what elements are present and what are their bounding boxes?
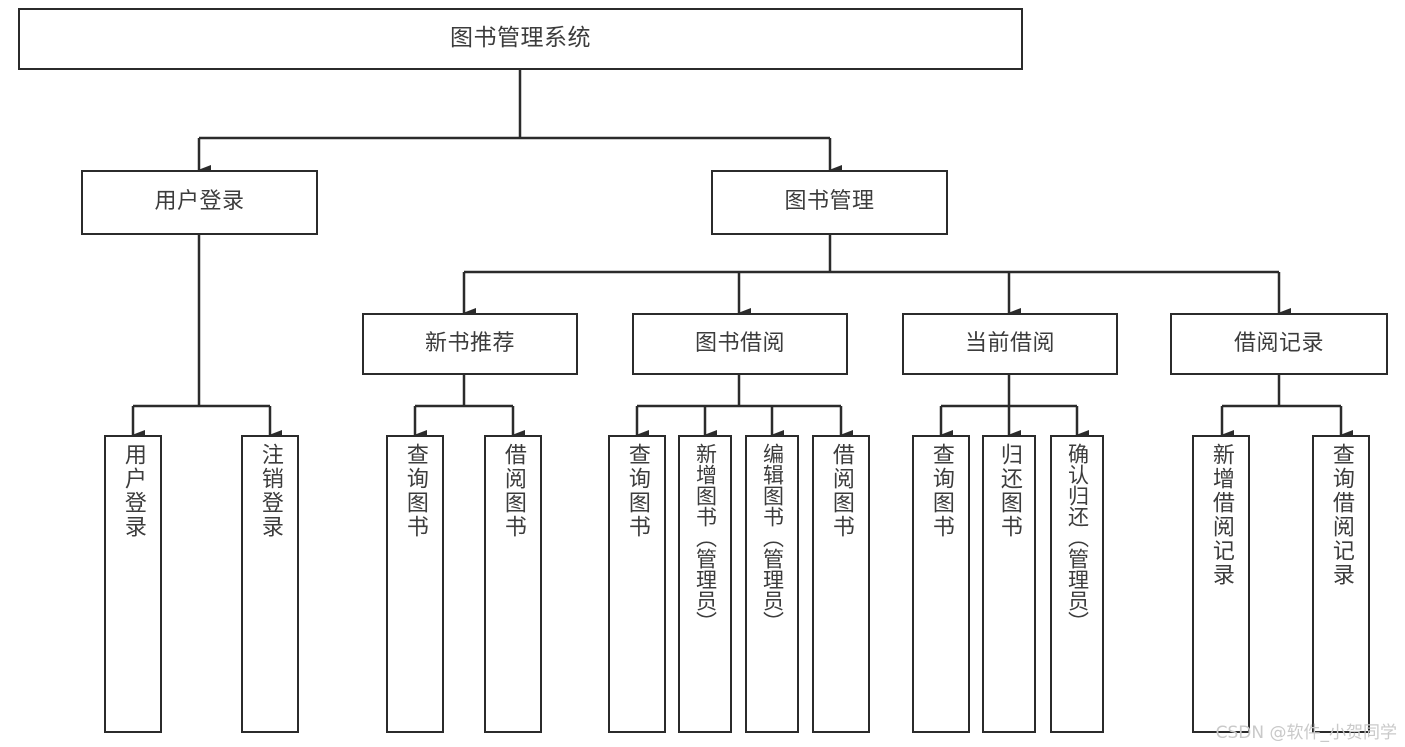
node-leaf-borrow-book-2[interactable]: 借阅图书 (812, 435, 870, 733)
node-leaf-query-book-3[interactable]: 查询图书 (912, 435, 970, 733)
node-user-login[interactable]: 用户登录 (81, 170, 318, 235)
node-leaf-confirm-return[interactable]: 确认归还（管理员） (1050, 435, 1104, 733)
node-current-borrow-label: 当前借阅 (964, 330, 1055, 356)
node-new-book-rec-label: 新书推荐 (424, 330, 515, 356)
node-leaf-confirm-return-label: 确认归还（管理员） (1065, 443, 1090, 632)
node-leaf-add-record[interactable]: 新增借阅记录 (1192, 435, 1250, 733)
node-leaf-add-book[interactable]: 新增图书（管理员） (678, 435, 732, 733)
node-leaf-query-book-2-label: 查询图书 (624, 443, 650, 539)
node-book-borrow-label: 图书借阅 (694, 330, 785, 356)
node-new-book-rec[interactable]: 新书推荐 (362, 313, 578, 375)
node-leaf-return-book-label: 归还图书 (996, 443, 1022, 539)
node-leaf-edit-book-label: 编辑图书（管理员） (760, 443, 785, 632)
node-leaf-return-book[interactable]: 归还图书 (982, 435, 1036, 733)
node-leaf-user-logout[interactable]: 注销登录 (241, 435, 299, 733)
node-root-label: 图书管理系统 (450, 25, 591, 52)
node-borrow-record-label: 借阅记录 (1233, 330, 1324, 356)
node-leaf-query-book-3-label: 查询图书 (928, 443, 954, 539)
node-leaf-borrow-book-2-label: 借阅图书 (828, 443, 854, 539)
node-book-manage-label: 图书管理 (784, 189, 875, 215)
node-borrow-record[interactable]: 借阅记录 (1170, 313, 1388, 375)
node-book-borrow[interactable]: 图书借阅 (632, 313, 848, 375)
node-leaf-add-record-label: 新增借阅记录 (1208, 443, 1234, 587)
node-leaf-query-record-label: 查询借阅记录 (1328, 443, 1354, 587)
node-leaf-add-book-label: 新增图书（管理员） (693, 443, 718, 632)
node-leaf-user-logout-label: 注销登录 (257, 443, 283, 539)
node-root[interactable]: 图书管理系统 (18, 8, 1023, 70)
node-user-login-label: 用户登录 (154, 189, 245, 215)
node-leaf-user-login[interactable]: 用户登录 (104, 435, 162, 733)
node-leaf-borrow-book-1[interactable]: 借阅图书 (484, 435, 542, 733)
node-current-borrow[interactable]: 当前借阅 (902, 313, 1118, 375)
node-leaf-query-book-2[interactable]: 查询图书 (608, 435, 666, 733)
csdn-watermark: CSDN @软件_小贺同学 (1215, 723, 1397, 743)
node-leaf-edit-book[interactable]: 编辑图书（管理员） (745, 435, 799, 733)
node-leaf-borrow-book-1-label: 借阅图书 (500, 443, 526, 539)
node-leaf-query-book-1[interactable]: 查询图书 (386, 435, 444, 733)
node-leaf-user-login-label: 用户登录 (120, 443, 146, 539)
node-leaf-query-book-1-label: 查询图书 (402, 443, 428, 539)
node-leaf-query-record[interactable]: 查询借阅记录 (1312, 435, 1370, 733)
node-book-manage[interactable]: 图书管理 (711, 170, 948, 235)
